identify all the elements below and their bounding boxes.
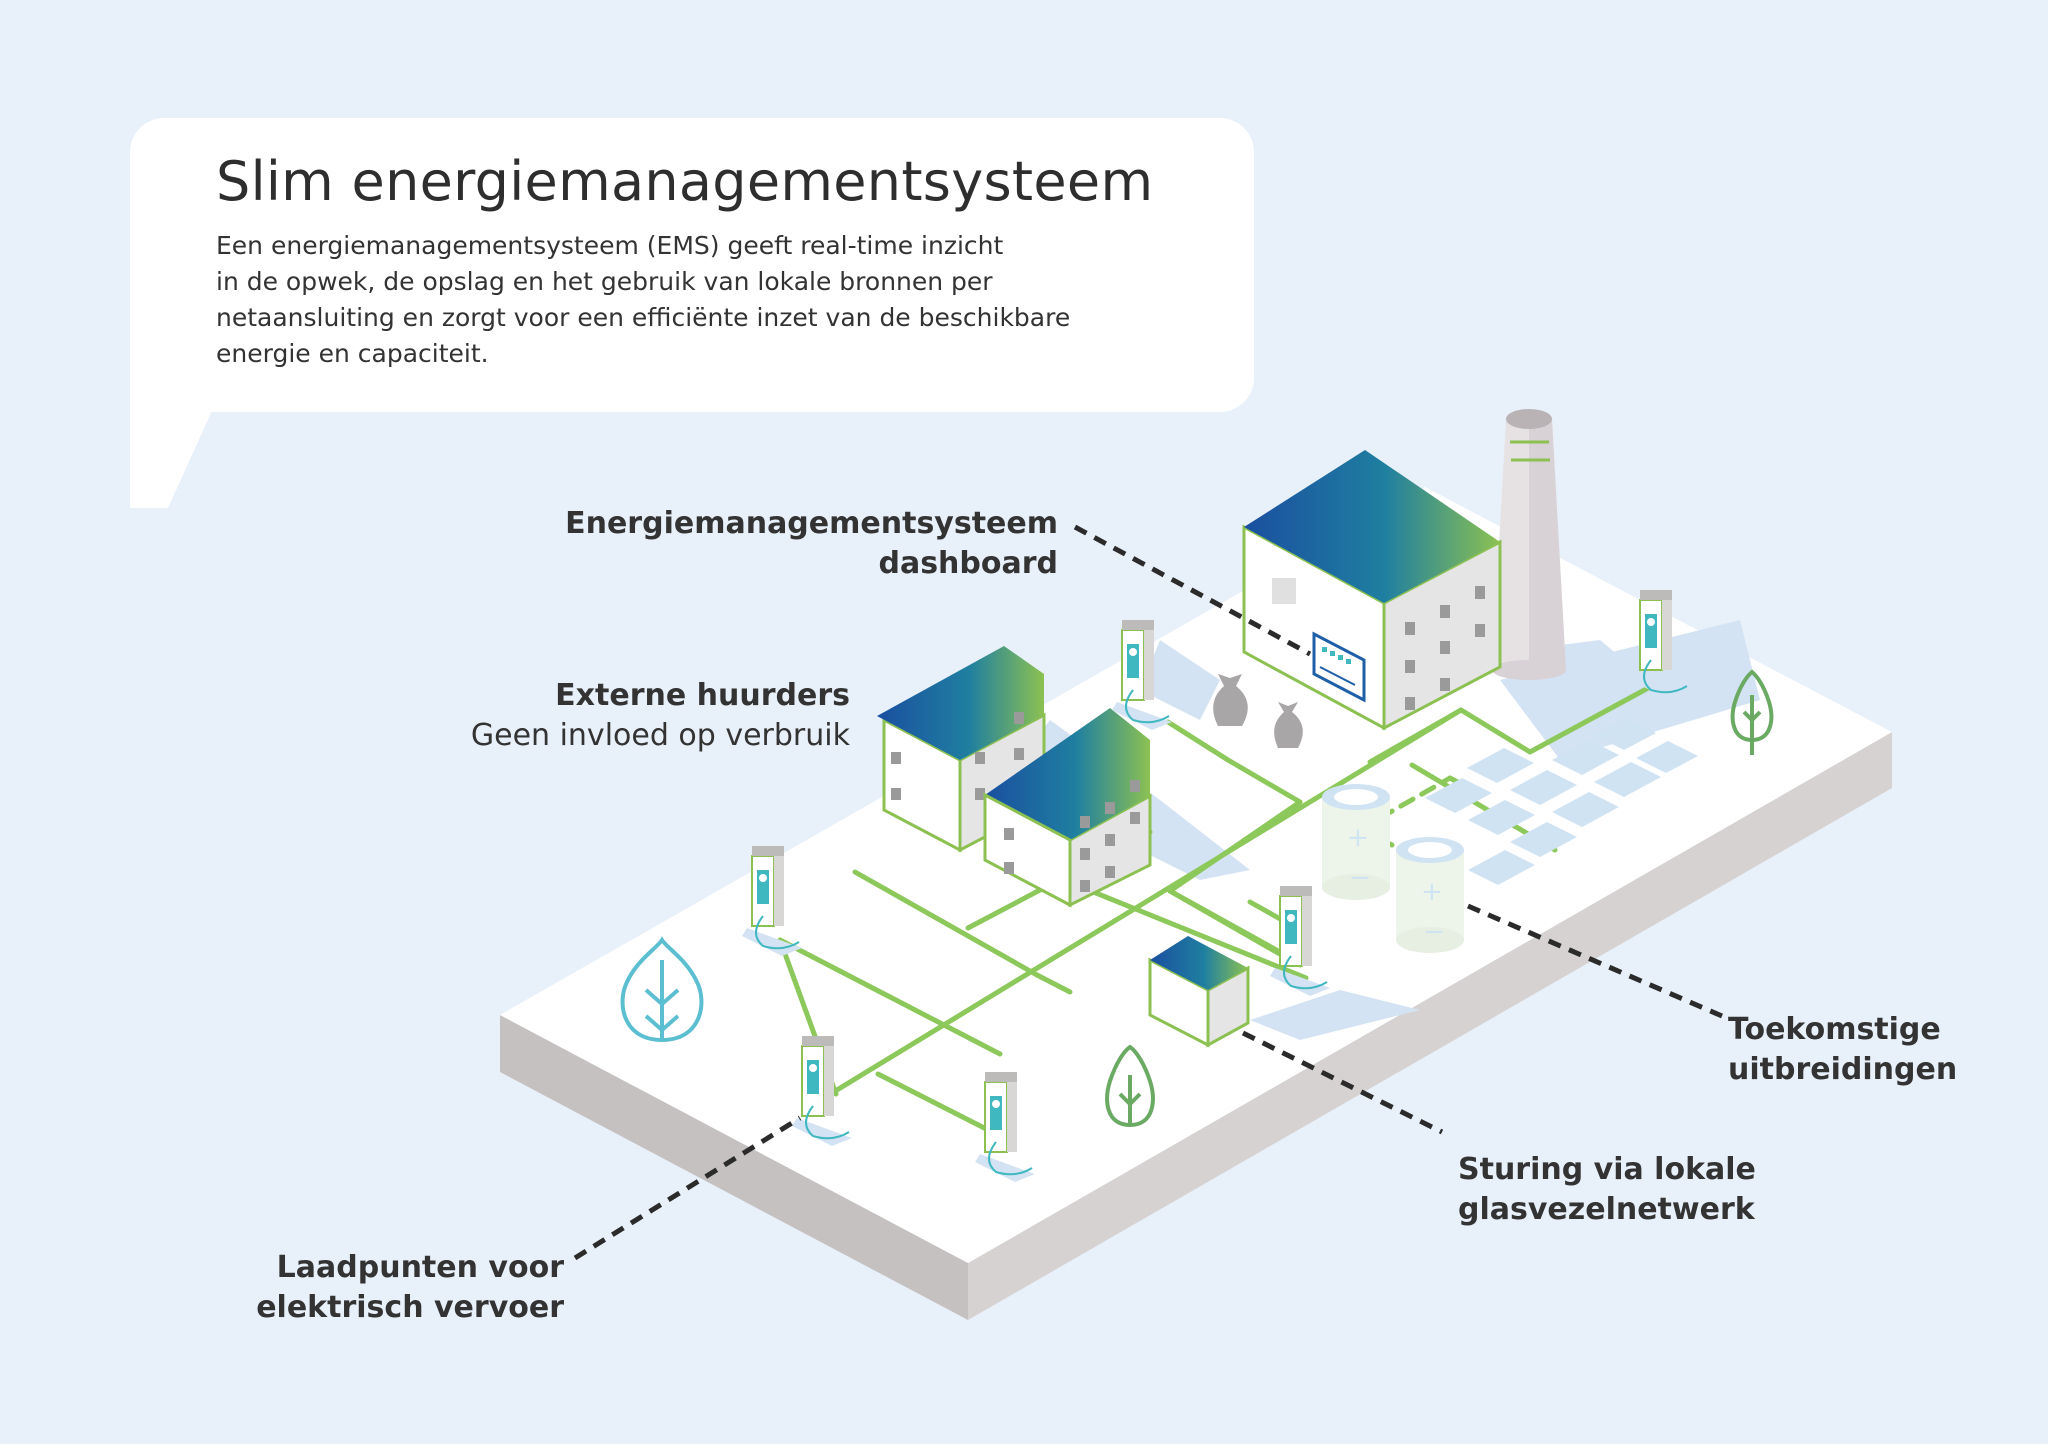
chimney [1492, 409, 1566, 680]
fiber-node-building [1148, 936, 1250, 1048]
info-bubble [130, 118, 1254, 412]
callout-line-chargers [573, 1115, 802, 1261]
callout-fiber-line1: Sturing via lokale [1458, 1152, 1756, 1187]
ev-charger-icon [1270, 886, 1330, 996]
intro-line: in de opwek, de opslag en het gebruik va… [216, 267, 993, 296]
callout-fiber-line2: glasvezelnetwerk [1458, 1192, 1755, 1227]
page-title: Slim energiemanagementsysteem [216, 150, 1154, 213]
solar-panels [1425, 718, 1698, 885]
svg-text:−: − [1349, 863, 1371, 893]
callout-ems-line2: dashboard [878, 546, 1058, 581]
ev-charger-icon [792, 1036, 852, 1146]
tenant-building-front [983, 708, 1152, 908]
waste-bags [1213, 674, 1303, 748]
callout-ems-line1: Energiemanagementsysteem [565, 506, 1058, 541]
callout-ems-dashboard: Energiemanagementsysteem dashboard [565, 504, 1058, 584]
callout-tenants: Externe huurders Geen invloed op verbrui… [471, 676, 850, 756]
callout-tenants-title: Externe huurders [555, 678, 850, 713]
tree-icon [1105, 1044, 1155, 1128]
callout-tenants-subtitle: Geen invloed op verbruik [470, 718, 850, 753]
intro-line: Een energiemanagementsysteem (EMS) geeft… [216, 231, 1004, 260]
tree-icon [620, 936, 704, 1043]
callout-line-ems [1073, 524, 1312, 657]
callout-chargers-line2: elektrisch vervoer [256, 1290, 564, 1325]
callout-chargers: Laadpunten voor elektrisch vervoer [256, 1248, 564, 1328]
ev-charger-icon [1112, 620, 1172, 730]
ems-building [1242, 450, 1502, 731]
svg-text:+: + [1347, 823, 1369, 853]
intro-text: Een energiemanagementsysteem (EMS) geeft… [216, 228, 1070, 372]
svg-text:+: + [1421, 877, 1443, 907]
callout-line-fiber [1241, 1030, 1444, 1135]
svg-text:−: − [1423, 917, 1445, 947]
intro-line: energie en capaciteit. [216, 339, 489, 368]
callout-chargers-line1: Laadpunten voor [276, 1250, 564, 1285]
callout-lines [573, 524, 1723, 1261]
tree-icon [1730, 669, 1774, 755]
ev-charger-icon [1630, 590, 1690, 700]
intro-line: netaansluiting en zorgt voor een efficië… [216, 303, 1071, 332]
ev-charger-icon [742, 846, 802, 956]
battery-storage: + − + − [1322, 784, 1464, 953]
callout-future-extensions: Toekomstige uitbreidingen [1728, 1010, 1957, 1090]
ev-charger-icon [975, 1072, 1035, 1182]
callout-line-future [1467, 903, 1723, 1019]
callout-fiber-network: Sturing via lokale glasvezelnetwerk [1458, 1150, 1756, 1230]
callout-future-line1: Toekomstige [1728, 1012, 1941, 1047]
callout-future-line2: uitbreidingen [1728, 1052, 1958, 1087]
